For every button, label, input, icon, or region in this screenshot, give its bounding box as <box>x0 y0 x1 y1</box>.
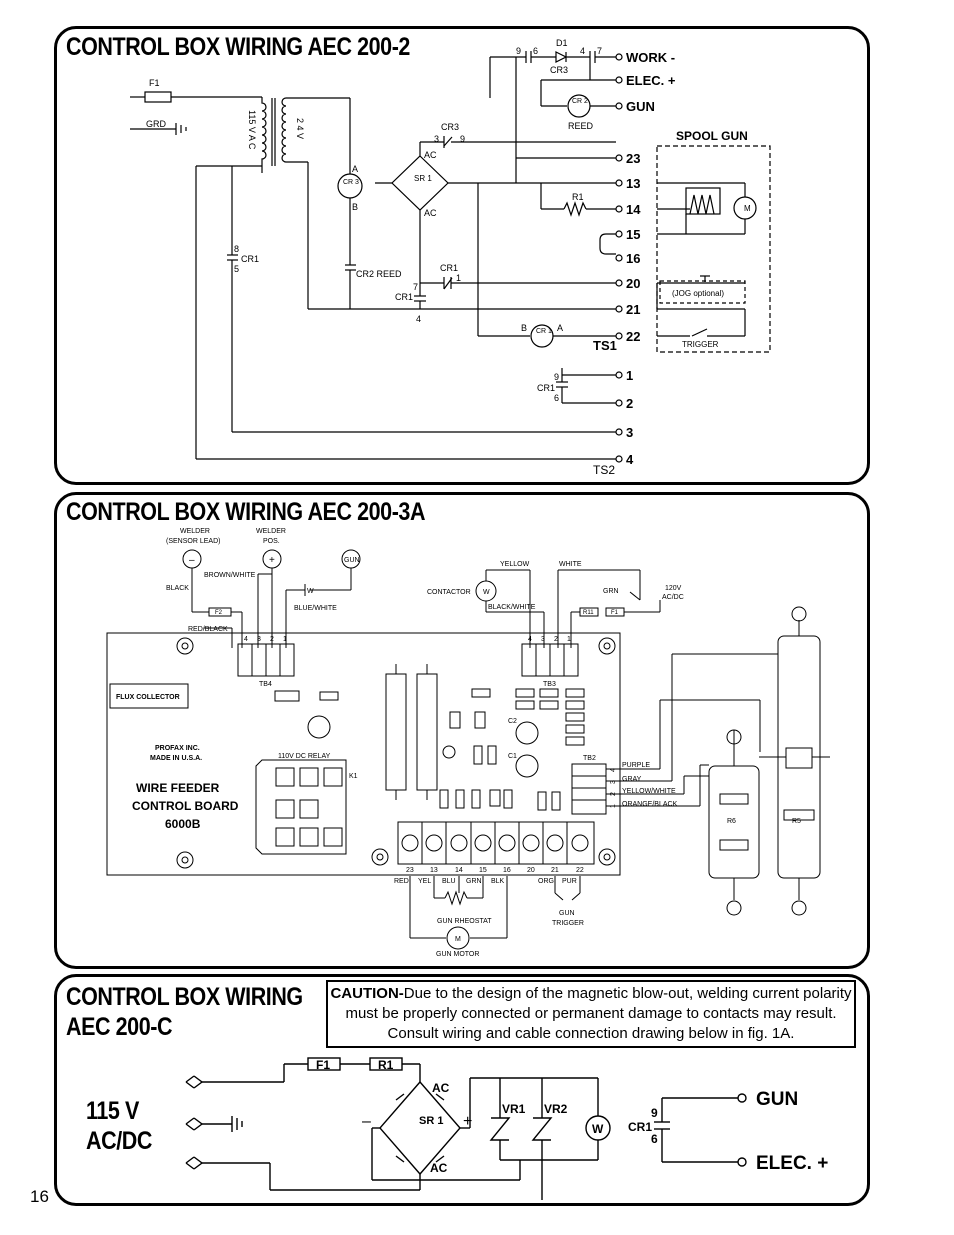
page-number: 16 <box>30 1187 49 1206</box>
panel1-title: CONTROL BOX WIRING AEC 200-2 <box>66 33 410 61</box>
caution-label: CAUTION- <box>330 985 404 1002</box>
panel-aec-200-c <box>54 974 870 1206</box>
panel3-title-line1: CONTROL BOX WIRING <box>66 983 303 1011</box>
panel2-title: CONTROL BOX WIRING AEC 200-3A <box>66 498 426 526</box>
caution-text: Due to the design of the magnetic blow-o… <box>345 985 852 1042</box>
supply-label-line2: AC/DC <box>86 1127 152 1155</box>
panel3-title-line2: AEC 200-C <box>66 1013 173 1041</box>
caution-box: CAUTION-Due to the design of the magneti… <box>326 980 856 1048</box>
panel-aec-200-2 <box>54 26 870 485</box>
panel-aec-200-3a <box>54 492 870 969</box>
supply-label-line1: 115 V <box>86 1097 139 1125</box>
